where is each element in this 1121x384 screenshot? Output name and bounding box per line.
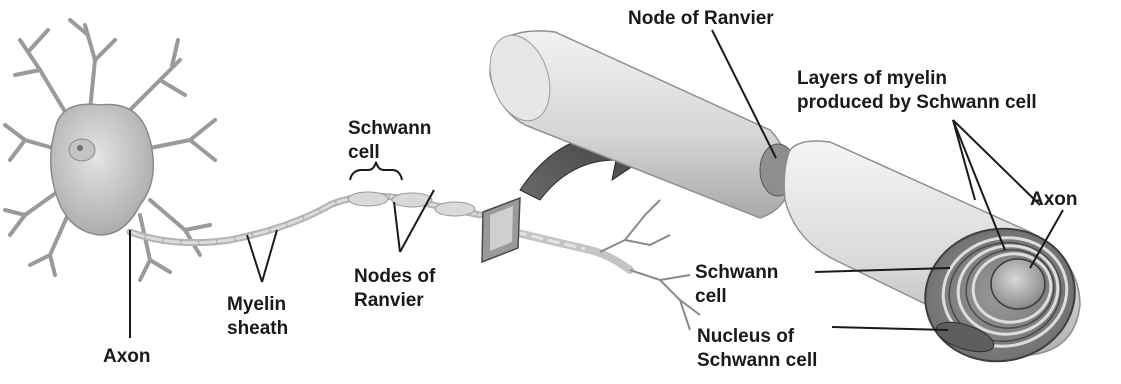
label-layers-line2: produced by Schwann cell (797, 92, 1037, 113)
label-schwann-cell-left-line1: Schwann (348, 118, 431, 139)
label-layers-line1: Layers of myelin (797, 68, 947, 89)
label-node-of-ranvier-top: Node of Ranvier (628, 8, 774, 29)
myelin-segments (348, 192, 475, 216)
label-nodes-of-ranvier-line2: Ranvier (354, 290, 424, 311)
label-axon-left: Axon (103, 346, 151, 367)
label-nodes-of-ranvier-line1: Nodes of (354, 266, 436, 287)
enlarged-segment-lower (784, 141, 1085, 373)
label-schwann-cell-left-line2: cell (348, 142, 380, 163)
label-schwann-cell-right-line2: cell (695, 286, 727, 307)
label-myelin-sheath-line1: Myelin (227, 294, 286, 315)
axon-core (991, 259, 1045, 309)
label-schwann-cell-right-line1: Schwann (695, 262, 778, 283)
label-myelin-sheath-line2: sheath (227, 318, 288, 339)
axon-terminals (600, 200, 700, 330)
label-axon-right: Axon (1030, 189, 1078, 210)
label-nucleus-line1: Nucleus of (697, 326, 795, 347)
label-nucleus-line2: Schwann cell (697, 350, 817, 371)
